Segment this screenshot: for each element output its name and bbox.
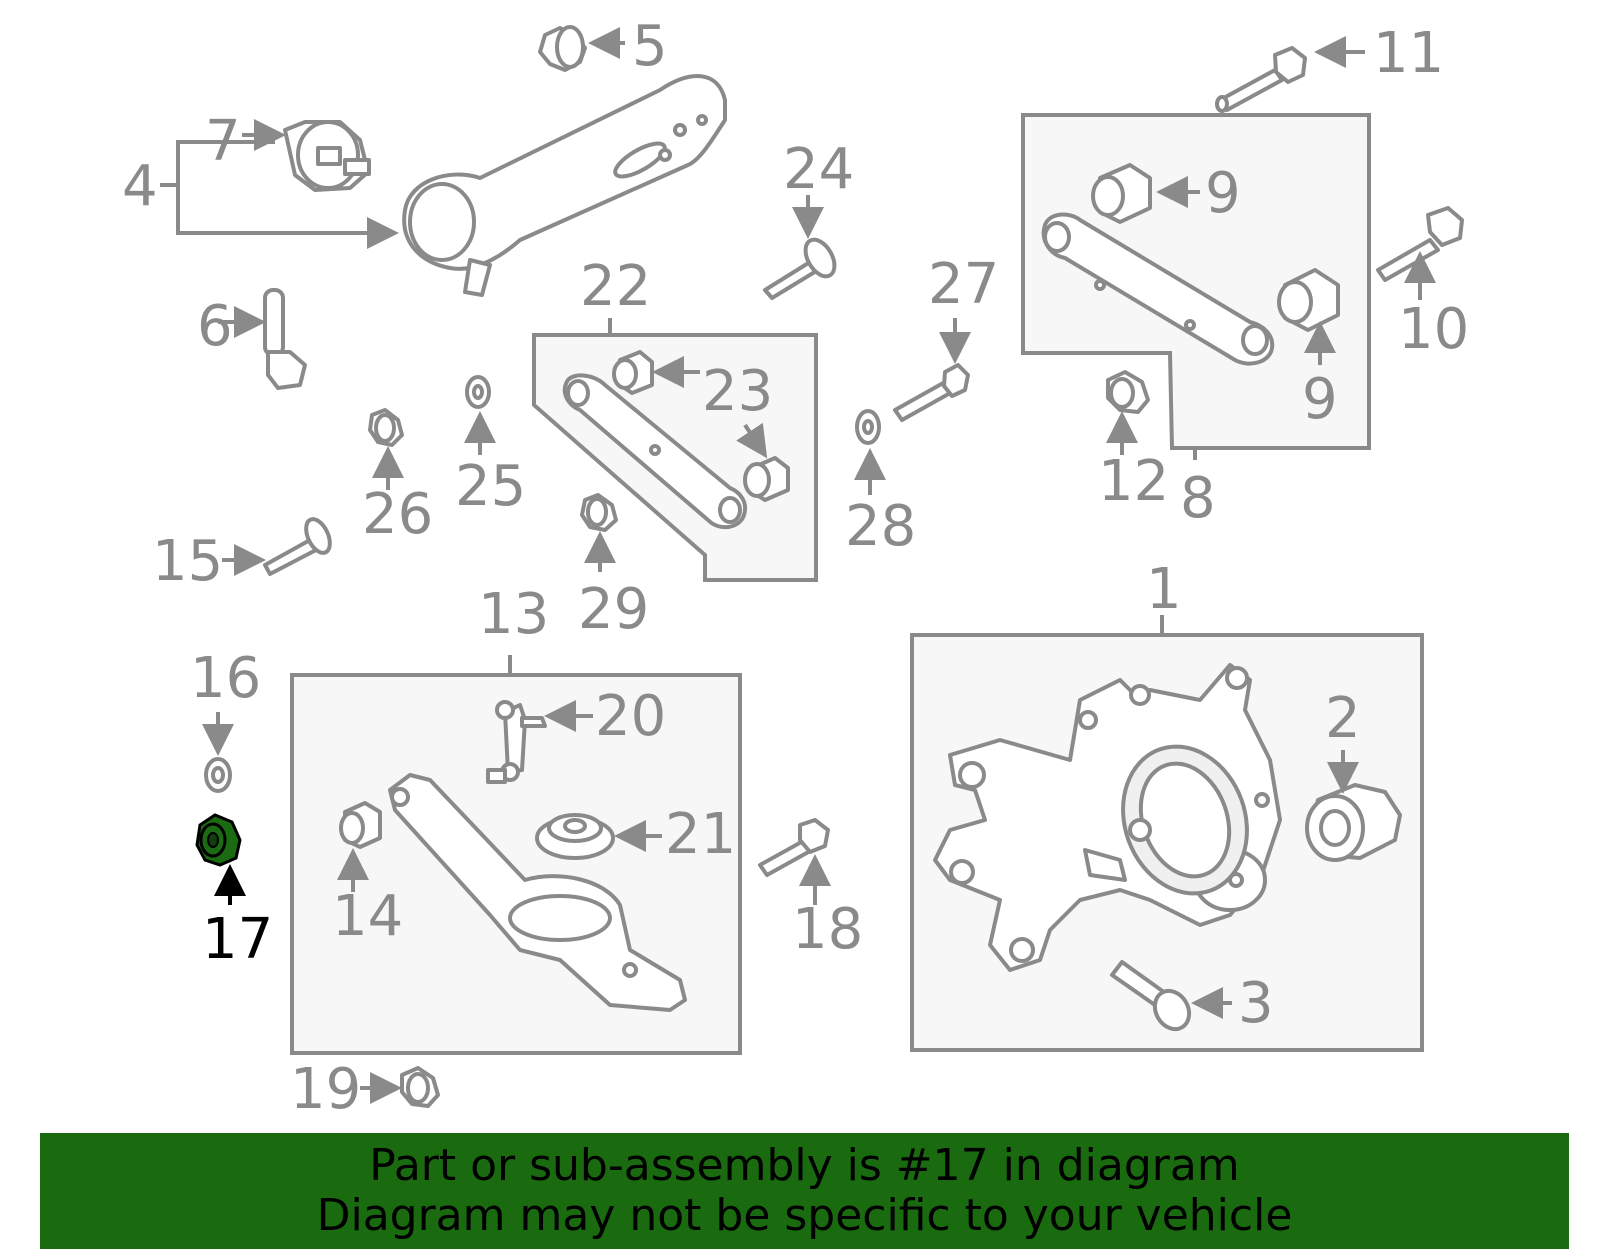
- callout-7: 7: [205, 109, 241, 174]
- callout-labels: 1 2 3 4 5 6 7 8 9 9 10 11 12 13 14 15 16…: [122, 14, 1469, 1122]
- callout-14: 14: [332, 884, 403, 949]
- callout-8: 8: [1180, 466, 1216, 531]
- washer-28: [854, 409, 886, 495]
- bushing-23-upper: [612, 350, 654, 395]
- banner-line-2: Diagram may not be specific to your vehi…: [316, 1190, 1293, 1241]
- callout-29: 29: [578, 577, 649, 642]
- bolt-3: [1110, 960, 1192, 1032]
- callout-10: 10: [1398, 297, 1469, 362]
- callout-6: 6: [197, 294, 233, 359]
- flange-nut-12: [1106, 370, 1150, 455]
- bushing-2: [1305, 783, 1402, 862]
- trailing-arm-bushing-7: [283, 120, 371, 192]
- callout-2: 2: [1325, 686, 1361, 751]
- callout-20: 20: [595, 684, 666, 749]
- bushing-23-lower: [743, 456, 790, 502]
- callout-27: 27: [928, 252, 999, 317]
- info-banner: Part or sub-assembly is #17 in diagram D…: [40, 1133, 1569, 1249]
- callout-5: 5: [632, 14, 668, 79]
- callout-23: 23: [702, 359, 773, 424]
- washer-25: [464, 375, 496, 455]
- trailing-arm-group-4: [160, 74, 727, 297]
- callout-19: 19: [290, 1057, 361, 1122]
- callout-1: 1: [1146, 557, 1182, 622]
- callout-12: 12: [1098, 449, 1169, 514]
- callout-28: 28: [845, 494, 916, 559]
- callout-22: 22: [580, 254, 651, 319]
- bushing-9-upper: [1091, 163, 1152, 224]
- callout-16: 16: [190, 646, 261, 711]
- callout-18: 18: [792, 897, 863, 962]
- callout-3: 3: [1238, 971, 1274, 1036]
- flange-nut-26: [368, 408, 404, 490]
- callout-9a: 9: [1205, 161, 1241, 226]
- flange-nut-5: [538, 25, 625, 72]
- knuckle-1: [933, 663, 1282, 972]
- washer-16: [202, 712, 234, 793]
- bolt-24: [763, 195, 837, 300]
- lower-control-arm-13: [388, 773, 687, 1012]
- callout-17: 17: [202, 907, 273, 972]
- upper-arm-box-22: [532, 318, 818, 582]
- lateral-control-arm-8: [1041, 212, 1275, 366]
- callout-9b: 9: [1302, 367, 1338, 432]
- bushing-14: [339, 801, 382, 849]
- bolt-15: [222, 517, 332, 576]
- bolt-27: [893, 318, 971, 422]
- callout-11: 11: [1373, 21, 1444, 86]
- flange-nut-29: [580, 493, 618, 572]
- flange-nut-19: [360, 1066, 440, 1108]
- trailing-arm-4: [402, 74, 727, 297]
- callout-26: 26: [362, 482, 433, 547]
- lateral-arm-box-8: [1021, 113, 1371, 460]
- upper-control-arm-22: [562, 373, 747, 530]
- callout-4: 4: [122, 154, 158, 219]
- knuckle-box-1: [910, 615, 1424, 1052]
- callout-13: 13: [478, 582, 549, 647]
- callout-15: 15: [152, 529, 223, 594]
- spring-seat-21: [535, 813, 615, 860]
- bushing-9-lower: [1277, 268, 1340, 332]
- bolt-18: [758, 818, 831, 905]
- callout-21: 21: [665, 802, 736, 867]
- bolt-11: [1215, 36, 1365, 113]
- lower-arm-box-13: [290, 655, 742, 1055]
- callout-25: 25: [455, 454, 526, 519]
- stabilizer-link-20: [486, 700, 547, 784]
- bolt-10: [1376, 206, 1464, 300]
- callout-24: 24: [783, 137, 854, 202]
- highlighted-nut-17: [195, 813, 246, 905]
- banner-line-1: Part or sub-assembly is #17 in diagram: [369, 1140, 1240, 1191]
- bolt-6: [218, 288, 307, 390]
